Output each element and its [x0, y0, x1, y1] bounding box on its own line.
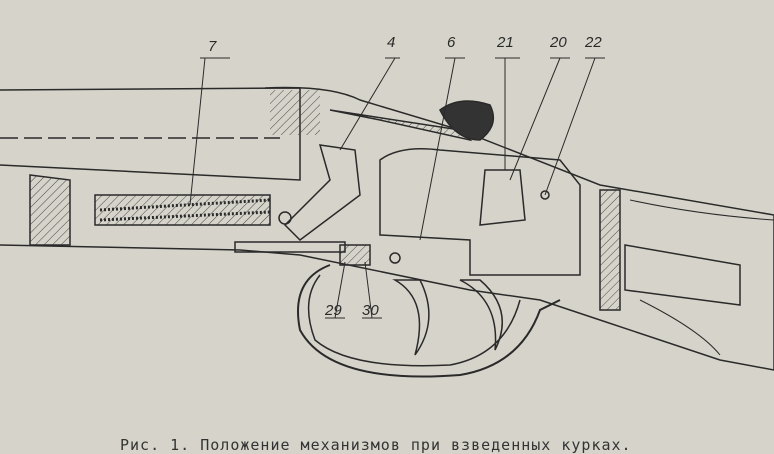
barrel: [0, 87, 301, 181]
part-label-7: 7: [208, 38, 217, 55]
figure-caption: Рис. 1. Положение механизмов при взведен…: [120, 436, 632, 454]
part-label-29: 29: [325, 302, 342, 319]
trigger-guard: [297, 264, 561, 378]
part-label-4: 4: [387, 34, 396, 51]
part-label-21: 21: [497, 34, 514, 51]
front-trigger: [392, 279, 430, 356]
hammer: [283, 144, 361, 241]
part-label-20: 20: [550, 34, 567, 51]
top-lever: [439, 100, 495, 141]
forend: [29, 174, 71, 246]
rear-trigger: [459, 279, 503, 351]
part-label-30: 30: [362, 302, 379, 319]
receiver: [0, 86, 774, 371]
part-label-22: 22: [585, 34, 602, 51]
lock-body: [379, 148, 581, 276]
stock-wood: [629, 199, 774, 356]
part-label-6: 6: [447, 34, 456, 51]
